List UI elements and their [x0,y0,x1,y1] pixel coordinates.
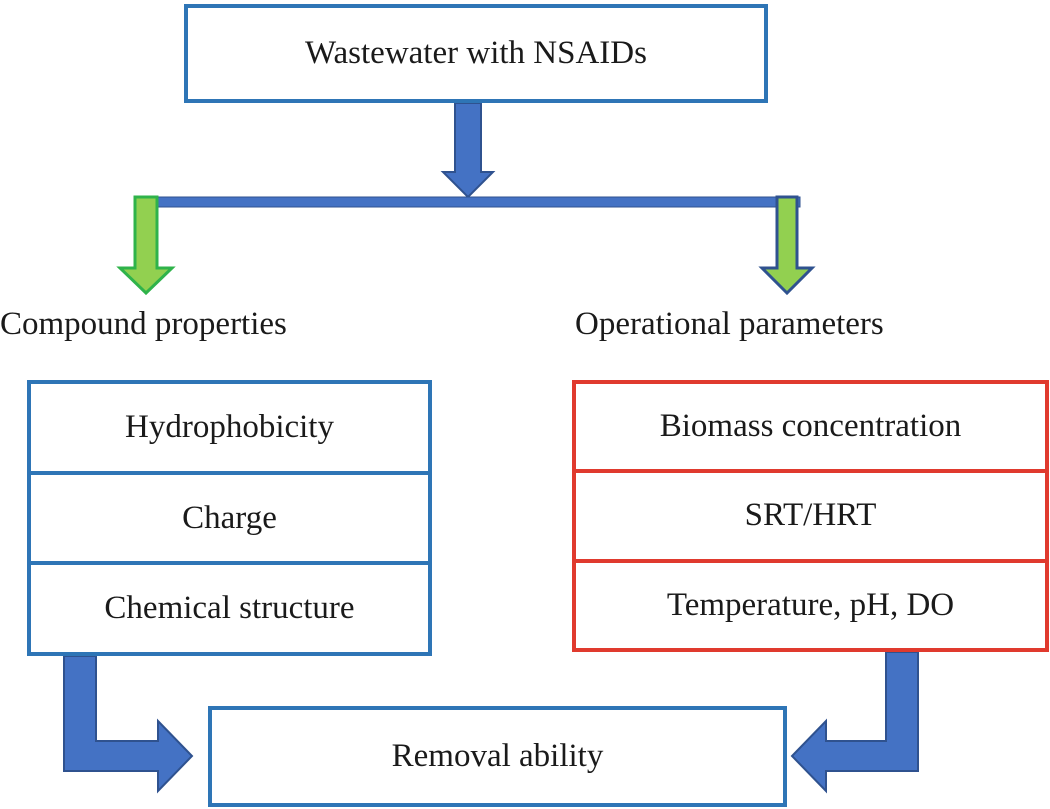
compound-property-item: Chemical structure [31,561,428,652]
source-box: Wastewater with NSAIDs [184,4,768,103]
compound-property-item: Hydrophobicity [125,408,334,445]
elbow-arrow-right [790,651,919,794]
compound-property-item: Charge [31,470,428,562]
compound-properties-heading: Compound properties [0,306,287,342]
operational-parameters-heading: Operational parameters [575,306,884,342]
down-arrow-left [116,195,176,296]
operational-parameter-item: SRT/HRT [576,469,1045,558]
outcome-box: Removal ability [208,706,787,807]
operational-parameters-box: Biomass concentration SRT/HRT Temperatur… [572,380,1049,652]
compound-properties-box: Hydrophobicity Charge Chemical structure [27,380,432,656]
source-label: Wastewater with NSAIDs [305,35,647,71]
elbow-arrow-left [63,655,194,794]
down-arrow-right [758,195,816,296]
operational-parameter-item: Biomass concentration [659,408,962,445]
splitter-bar [149,196,801,208]
operational-parameter-item: Temperature, pH, DO [576,558,1045,648]
outcome-label: Removal ability [391,738,604,774]
down-arrow-main [440,102,496,199]
